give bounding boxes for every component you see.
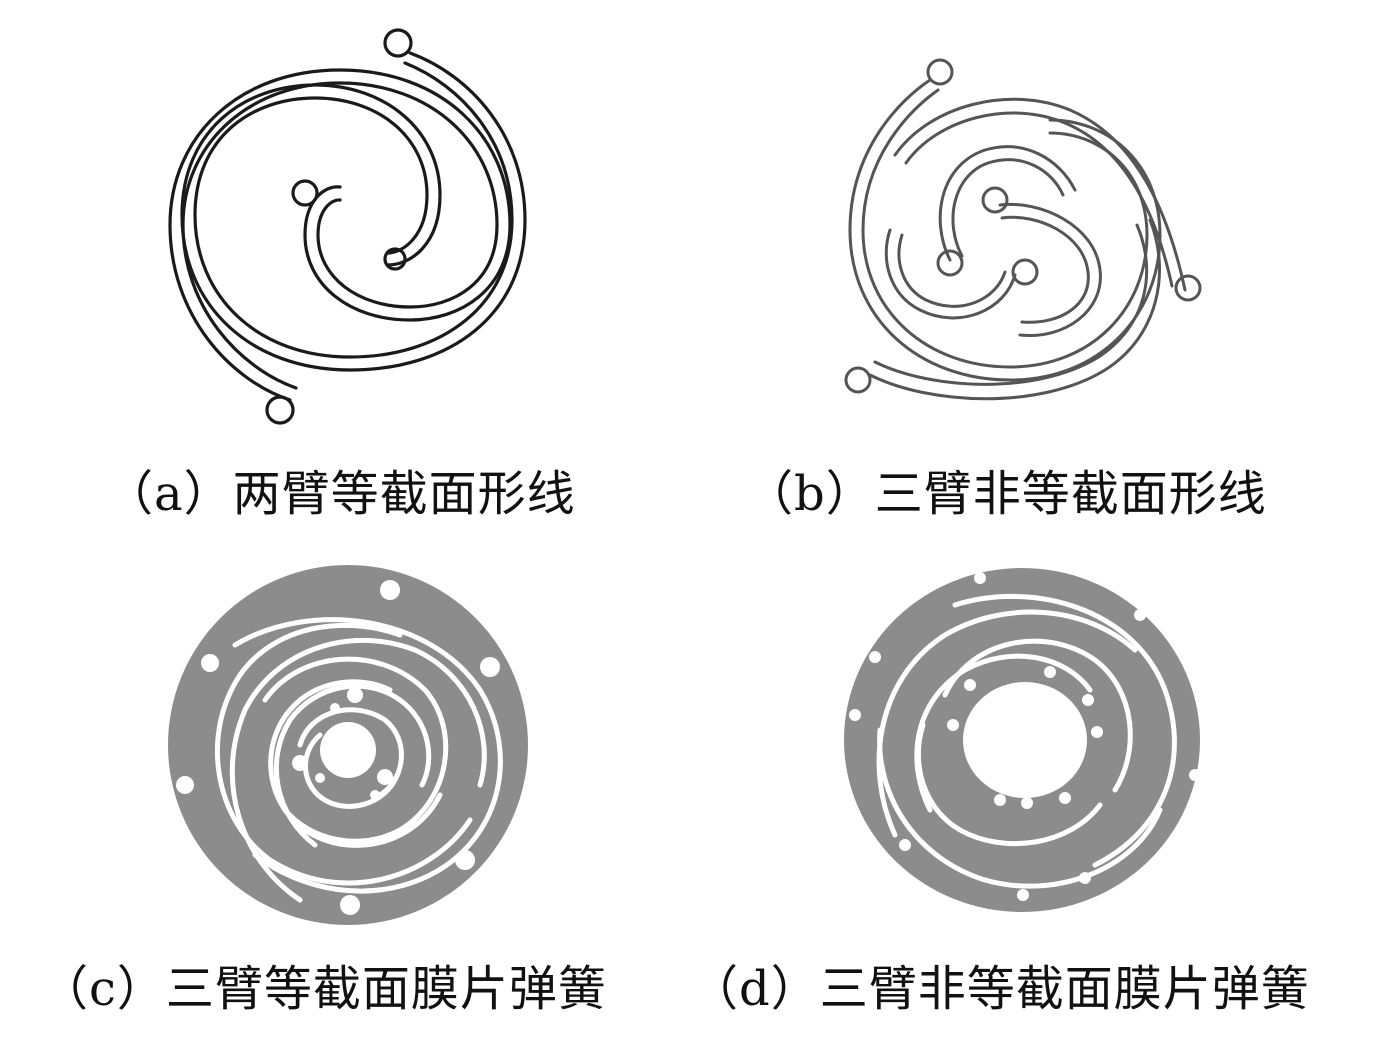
- slot-outer-3: [229, 637, 487, 903]
- rim-hole-2: [1134, 609, 1146, 621]
- inner-hole-6: [1021, 797, 1033, 809]
- rim-hole-1: [974, 572, 986, 584]
- slot-mid-3: [273, 683, 432, 848]
- arm-3-inner-edge: [873, 223, 1149, 386]
- slot-mid-1: [942, 638, 1133, 793]
- panel-d: [835, 560, 1210, 915]
- caption-c: （c）三臂等截面膜片弹簧: [40, 961, 607, 1017]
- tip-loop-inner-1: [981, 186, 1009, 214]
- inner-hole-4: [330, 703, 340, 713]
- panel-b: [810, 50, 1220, 430]
- inner-hole-7: [994, 794, 1006, 806]
- arm-b-outer-edge: [168, 68, 512, 402]
- tip-loop-right: [1174, 274, 1202, 302]
- inner-hole-4: [1091, 726, 1103, 738]
- rim-hole-4: [340, 895, 360, 915]
- inner-hole-5: [1059, 792, 1071, 804]
- arm-a-inner-edge: [193, 61, 514, 359]
- inner-hole-3: [1082, 694, 1094, 706]
- rim-hole-7: [849, 709, 861, 721]
- panel-c: [160, 560, 540, 925]
- tip-loop-top: [383, 28, 413, 58]
- tip-loop-top-left: [926, 58, 954, 86]
- inner-hole-1: [347, 687, 363, 703]
- rim-hole-2: [480, 657, 500, 677]
- slot-outer-1: [952, 593, 1177, 868]
- rim-hole-4: [1079, 872, 1091, 884]
- arm-a-outer-edge: [180, 51, 527, 372]
- slot-mid-2: [268, 679, 443, 848]
- tip-loop-inner-3: [1011, 258, 1039, 286]
- arm-2-inner-edge: [904, 111, 1174, 288]
- inner-hole-2: [1044, 666, 1056, 678]
- rim-hole-3: [455, 850, 475, 870]
- arm-1-outer-edge: [848, 78, 1162, 382]
- inner-arm-3-inner: [897, 233, 1007, 308]
- inner-arm-3: [884, 228, 1017, 320]
- variable-section-diaphragm-spring: [844, 568, 1201, 912]
- slot-mid-3: [914, 653, 1093, 813]
- rim-hole-5: [1017, 889, 1029, 901]
- inner-arm-1-inner: [951, 158, 1065, 258]
- inner-hole-6: [370, 790, 380, 800]
- slot-outer-2: [877, 727, 1163, 889]
- rim-hole-3: [1189, 769, 1201, 781]
- inner-arm-1: [938, 145, 1077, 262]
- panel-a: [140, 15, 560, 440]
- rim-hole-8: [899, 839, 911, 851]
- center-hole: [963, 682, 1087, 798]
- arm-3-outer-edge: [868, 218, 1161, 401]
- rim-hole-5: [201, 654, 219, 672]
- inner-hole-5: [315, 773, 325, 783]
- rim-hole-6: [176, 776, 194, 794]
- inner-arm-2-inner: [1000, 215, 1090, 324]
- inner-arm-2: [998, 202, 1102, 338]
- rim-hole-1: [380, 580, 400, 600]
- caption-d: （d）三臂非等截面膜片弹簧: [690, 961, 1310, 1017]
- inner-hole-3: [377, 769, 393, 785]
- tip-loop-bottom: [265, 395, 295, 425]
- two-arm-spiral-drawing: [168, 28, 527, 425]
- inner-hole-2: [292, 755, 308, 771]
- slot-outer-1: [232, 617, 503, 894]
- slot-mid-1: [262, 656, 449, 844]
- inner-hole-1: [964, 679, 976, 691]
- tip-loop-inner-2: [936, 249, 964, 277]
- caption-b: （b）三臂非等截面形线: [745, 466, 1267, 522]
- arm-2-outer-edge: [893, 97, 1187, 292]
- caption-a: （a）两臂等截面形线: [105, 466, 576, 522]
- slot-inner-1: [297, 707, 404, 798]
- arm-b-inner-edge: [181, 81, 499, 390]
- center-hole: [320, 722, 376, 778]
- tip-loop-bottom-left: [844, 366, 872, 394]
- inner-hole-8: [947, 719, 959, 731]
- tip-loop-center-right: [383, 247, 407, 271]
- rim-hole-6: [869, 651, 881, 663]
- three-arm-spiral-drawing: [844, 58, 1202, 401]
- slot-outer-3: [876, 609, 1138, 838]
- tip-loop-center-left: [291, 179, 319, 207]
- slot-outer-2: [214, 622, 473, 886]
- constant-section-diaphragm-spring: [168, 565, 528, 925]
